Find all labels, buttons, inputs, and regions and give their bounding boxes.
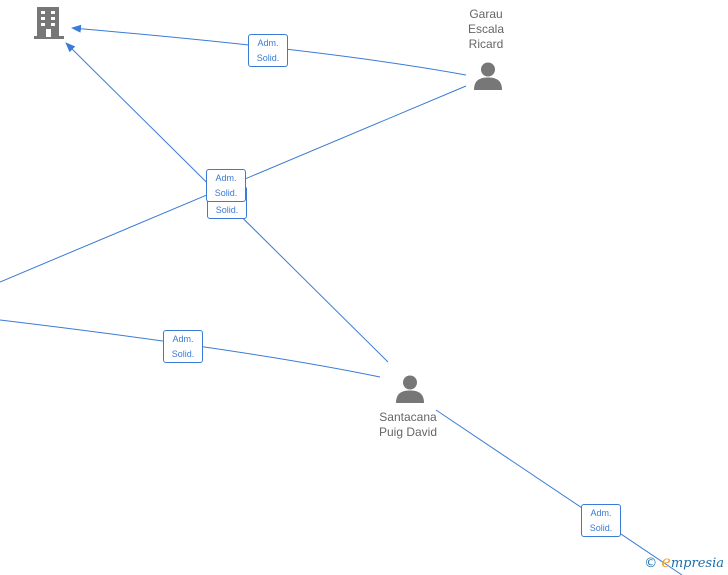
role-badge[interactable]: Adm. Solid. bbox=[581, 504, 621, 537]
person-node-garau[interactable] bbox=[473, 61, 503, 96]
edge-santacana-left bbox=[0, 319, 381, 378]
role-badge[interactable]: Adm. Solid. bbox=[163, 330, 203, 363]
role-badge[interactable]: Adm. Solid. bbox=[248, 34, 288, 67]
person-icon bbox=[474, 62, 502, 90]
company-node[interactable] bbox=[33, 5, 65, 44]
edge-garau-company bbox=[71, 24, 467, 76]
edge-santacana-bottom bbox=[435, 409, 683, 575]
building-icon bbox=[34, 7, 64, 39]
brand-initial: e bbox=[661, 552, 671, 571]
person-name-garau[interactable]: Garau Escala Ricard bbox=[467, 7, 505, 51]
person-icon bbox=[396, 375, 424, 403]
person-node-santacana[interactable] bbox=[395, 374, 425, 409]
copyright-symbol: © bbox=[644, 556, 658, 571]
brand-name: mpresia bbox=[670, 556, 724, 571]
empresia-watermark: © empresia bbox=[644, 552, 724, 571]
role-badge[interactable]: Adm. Solid. bbox=[206, 169, 246, 202]
person-name-santacana[interactable]: Santacana Puig David bbox=[378, 410, 438, 439]
